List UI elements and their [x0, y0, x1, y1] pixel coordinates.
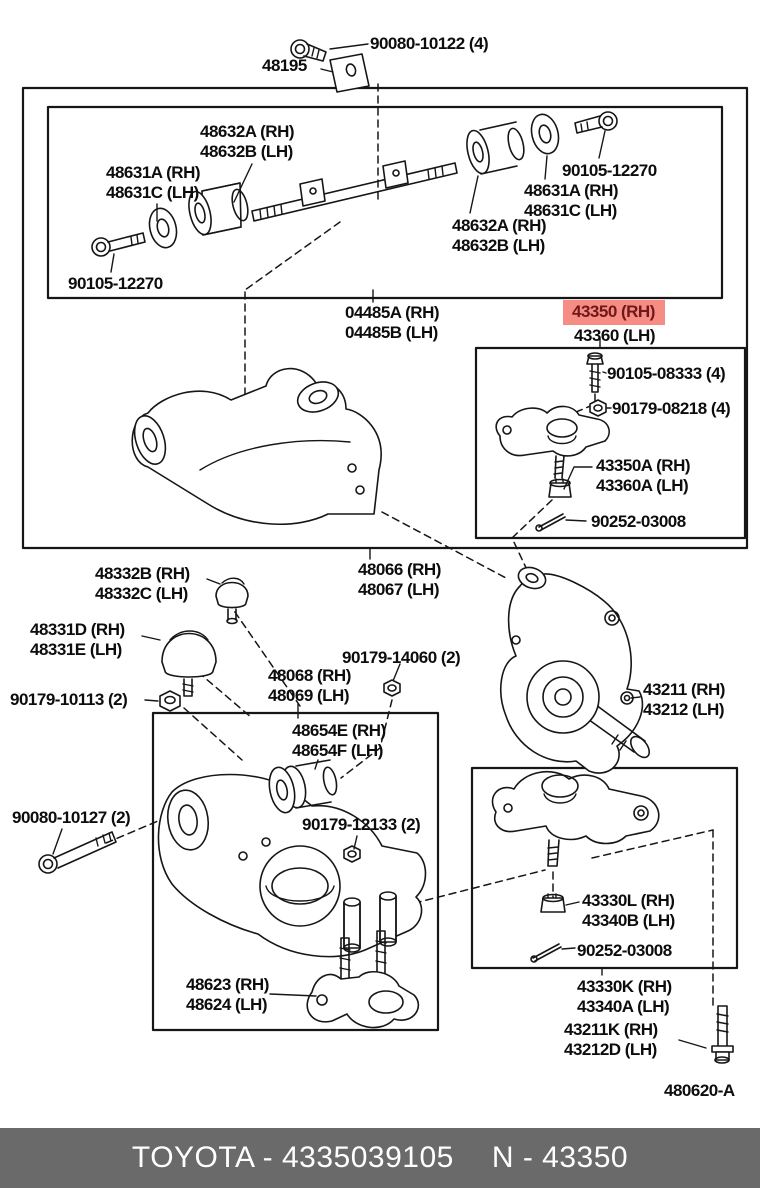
label-48631-upper-right: 48631A (RH)48631C (LH) [524, 181, 619, 220]
footer-catalog-code: TOYOTA - 4335039105 [131, 1141, 454, 1174]
bolt-43211K-drawing [678, 1005, 734, 1064]
label-48632-upper-left: 48632A (RH)48632B (LH) [200, 122, 295, 161]
footer-part-code: N - 43350 [491, 1141, 629, 1174]
bolt-90080-10127-drawing [38, 828, 117, 874]
label-90080-10127: 90080-10127 (2) [12, 808, 131, 827]
label-43350A: 43350A (RH)43360A (LH) [596, 456, 691, 495]
label-90179-12133: 90179-12133 (2) [302, 815, 421, 834]
leader-90080-10122 [329, 43, 369, 50]
nut-90179-12133-drawing [343, 835, 361, 863]
nut-90179-14060-drawing [383, 679, 401, 697]
upper-shaft-assembly-drawing [91, 111, 618, 273]
label-90252-03008-upper: 90252-03008 [591, 512, 686, 531]
label-90080-10122: 90080-10122 (4) [370, 34, 489, 53]
label-48066: 48066 (RH)48067 (LH) [358, 560, 441, 599]
label-90105-12270-left: 90105-12270 [68, 274, 163, 293]
label-90105-08333: 90105-08333 (4) [607, 364, 726, 383]
label-48331: 48331D (RH)48331E (LH) [30, 620, 125, 659]
steering-knuckle-drawing [500, 566, 651, 774]
label-90252-03008-lower: 90252-03008 [577, 941, 672, 960]
lower-bushing-48654-drawing [268, 759, 338, 814]
label-48332: 48332B (RH)48332C (LH) [95, 564, 190, 603]
label-43350-highlighted: 43350 (RH) [563, 300, 665, 325]
plate-48195-drawing [329, 53, 370, 93]
lower-ball-joint-drawing [491, 771, 660, 963]
dust-cover-drawing [141, 630, 217, 697]
label-48632-upper-right: 48632A (RH)48632B (LH) [452, 216, 547, 255]
label-90179-08218: 90179-08218 (4) [612, 399, 731, 418]
label-48654: 48654E (RH)48654F (LH) [292, 721, 386, 760]
top-bolt-drawing [290, 39, 327, 62]
label-04485: 04485A (RH)04485B (LH) [345, 303, 440, 342]
lower-control-arm-drawing [157, 773, 427, 958]
bracket-48623-drawing [269, 930, 420, 1029]
label-48623: 48623 (RH)48624 (LH) [186, 975, 269, 1014]
label-43330L: 43330L (RH)43340B (LH) [582, 891, 675, 930]
bump-stop-drawing [206, 577, 249, 625]
label-90105-12270-right: 90105-12270 [562, 161, 657, 180]
leader-48195 [320, 68, 334, 73]
label-90179-14060: 90179-14060 (2) [342, 648, 461, 667]
label-90179-10113: 90179-10113 (2) [10, 690, 128, 709]
diagram-line-art [21, 39, 749, 1064]
nut-90179-10113-drawing [144, 690, 181, 712]
upper-control-arm-drawing [131, 367, 382, 526]
label-43211: 43211 (RH)43212 (LH) [643, 680, 725, 719]
label-48068: 48068 (RH)48069 (LH) [268, 666, 351, 705]
label-48631-upper-left: 48631A (RH)48631C (LH) [106, 163, 201, 202]
highlight-43350: 43350 (RH) [563, 300, 665, 325]
upper-ball-joint-drawing [495, 352, 612, 532]
leader-90179-14060 [392, 663, 401, 682]
label-48195: 48195 [262, 56, 307, 75]
label-43211K: 43211K (RH)43212D (LH) [564, 1020, 658, 1059]
figure-ref-code: 480620-A [664, 1081, 735, 1100]
label-43330K: 43330K (RH)43340A (LH) [577, 977, 672, 1016]
label-43360: 43360 (LH) [574, 326, 655, 345]
dashed-connectors [105, 83, 714, 1006]
footer-bar: TOYOTA - 4335039105 N - 43350 [0, 1128, 760, 1188]
